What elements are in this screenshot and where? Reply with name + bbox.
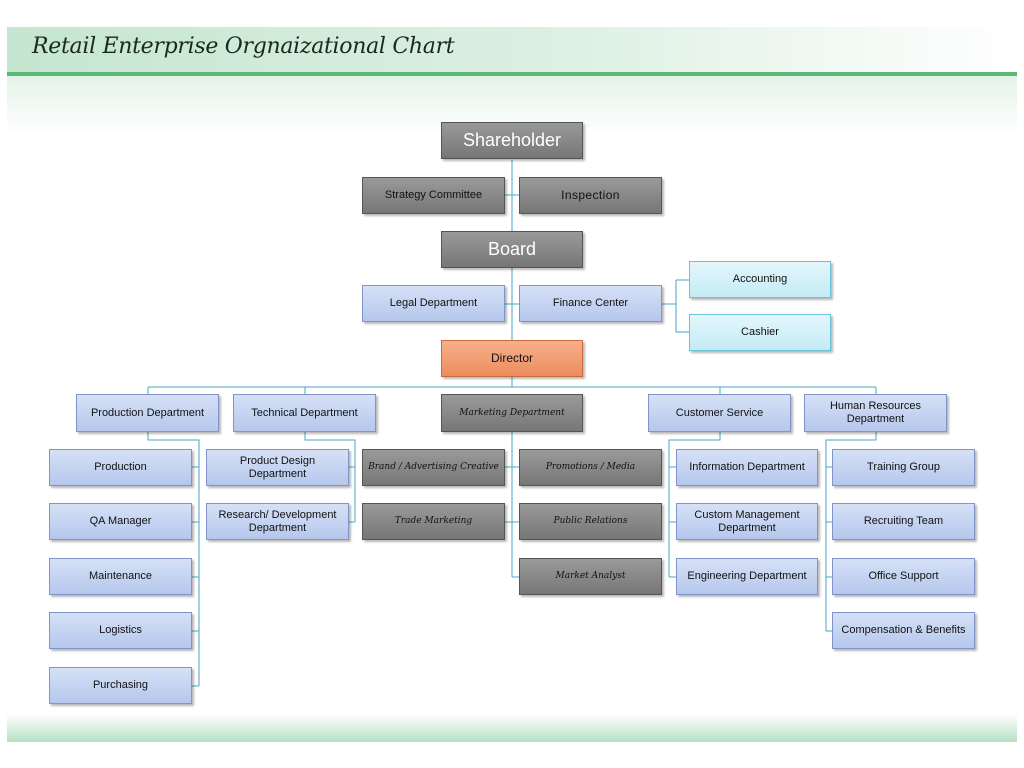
node-finance-center: Finance Center [519,285,662,322]
node-accounting: Accounting [689,261,831,298]
node-cashier: Cashier [689,314,831,351]
node-production-department: Production Department [76,394,219,432]
node-compensation-benefits: Compensation & Benefits [832,612,975,649]
title-band [7,27,1017,73]
node-brand-advertising-creative: Brand / Advertising Creative [362,449,505,486]
node-production: Production [49,449,192,486]
title-rule [7,72,1017,76]
node-board: Board [441,231,583,268]
footer-band [7,714,1017,742]
node-technical-department: Technical Department [233,394,376,432]
node-purchasing: Purchasing [49,667,192,704]
node-strategy-committee: Strategy Committee [362,177,505,214]
node-research-development-department: Research/ Development Department [206,503,349,540]
node-marketing-department: Marketing Department [441,394,583,432]
page-title: Retail Enterprise Orgnaizational Chart [32,34,455,59]
node-shareholder: Shareholder [441,122,583,159]
node-training-group: Training Group [832,449,975,486]
node-information-department: Information Department [676,449,818,486]
node-product-design-department: Product Design Department [206,449,349,486]
node-recruiting-team: Recruiting Team [832,503,975,540]
node-market-analyst: Market Analyst [519,558,662,595]
node-public-relations: Public Relations [519,503,662,540]
node-custom-management-department: Custom Management Department [676,503,818,540]
node-director: Director [441,340,583,377]
node-human-resources-department: Human Resources Department [804,394,947,432]
node-maintenance: Maintenance [49,558,192,595]
node-logistics: Logistics [49,612,192,649]
node-engineering-department: Engineering Department [676,558,818,595]
node-legal-department: Legal Department [362,285,505,322]
node-qa-manager: QA Manager [49,503,192,540]
node-trade-marketing: Trade Marketing [362,503,505,540]
node-promotions-media: Promotions / Media [519,449,662,486]
node-inspection: Inspection [519,177,662,214]
node-office-support: Office Support [832,558,975,595]
node-customer-service: Customer Service [648,394,791,432]
